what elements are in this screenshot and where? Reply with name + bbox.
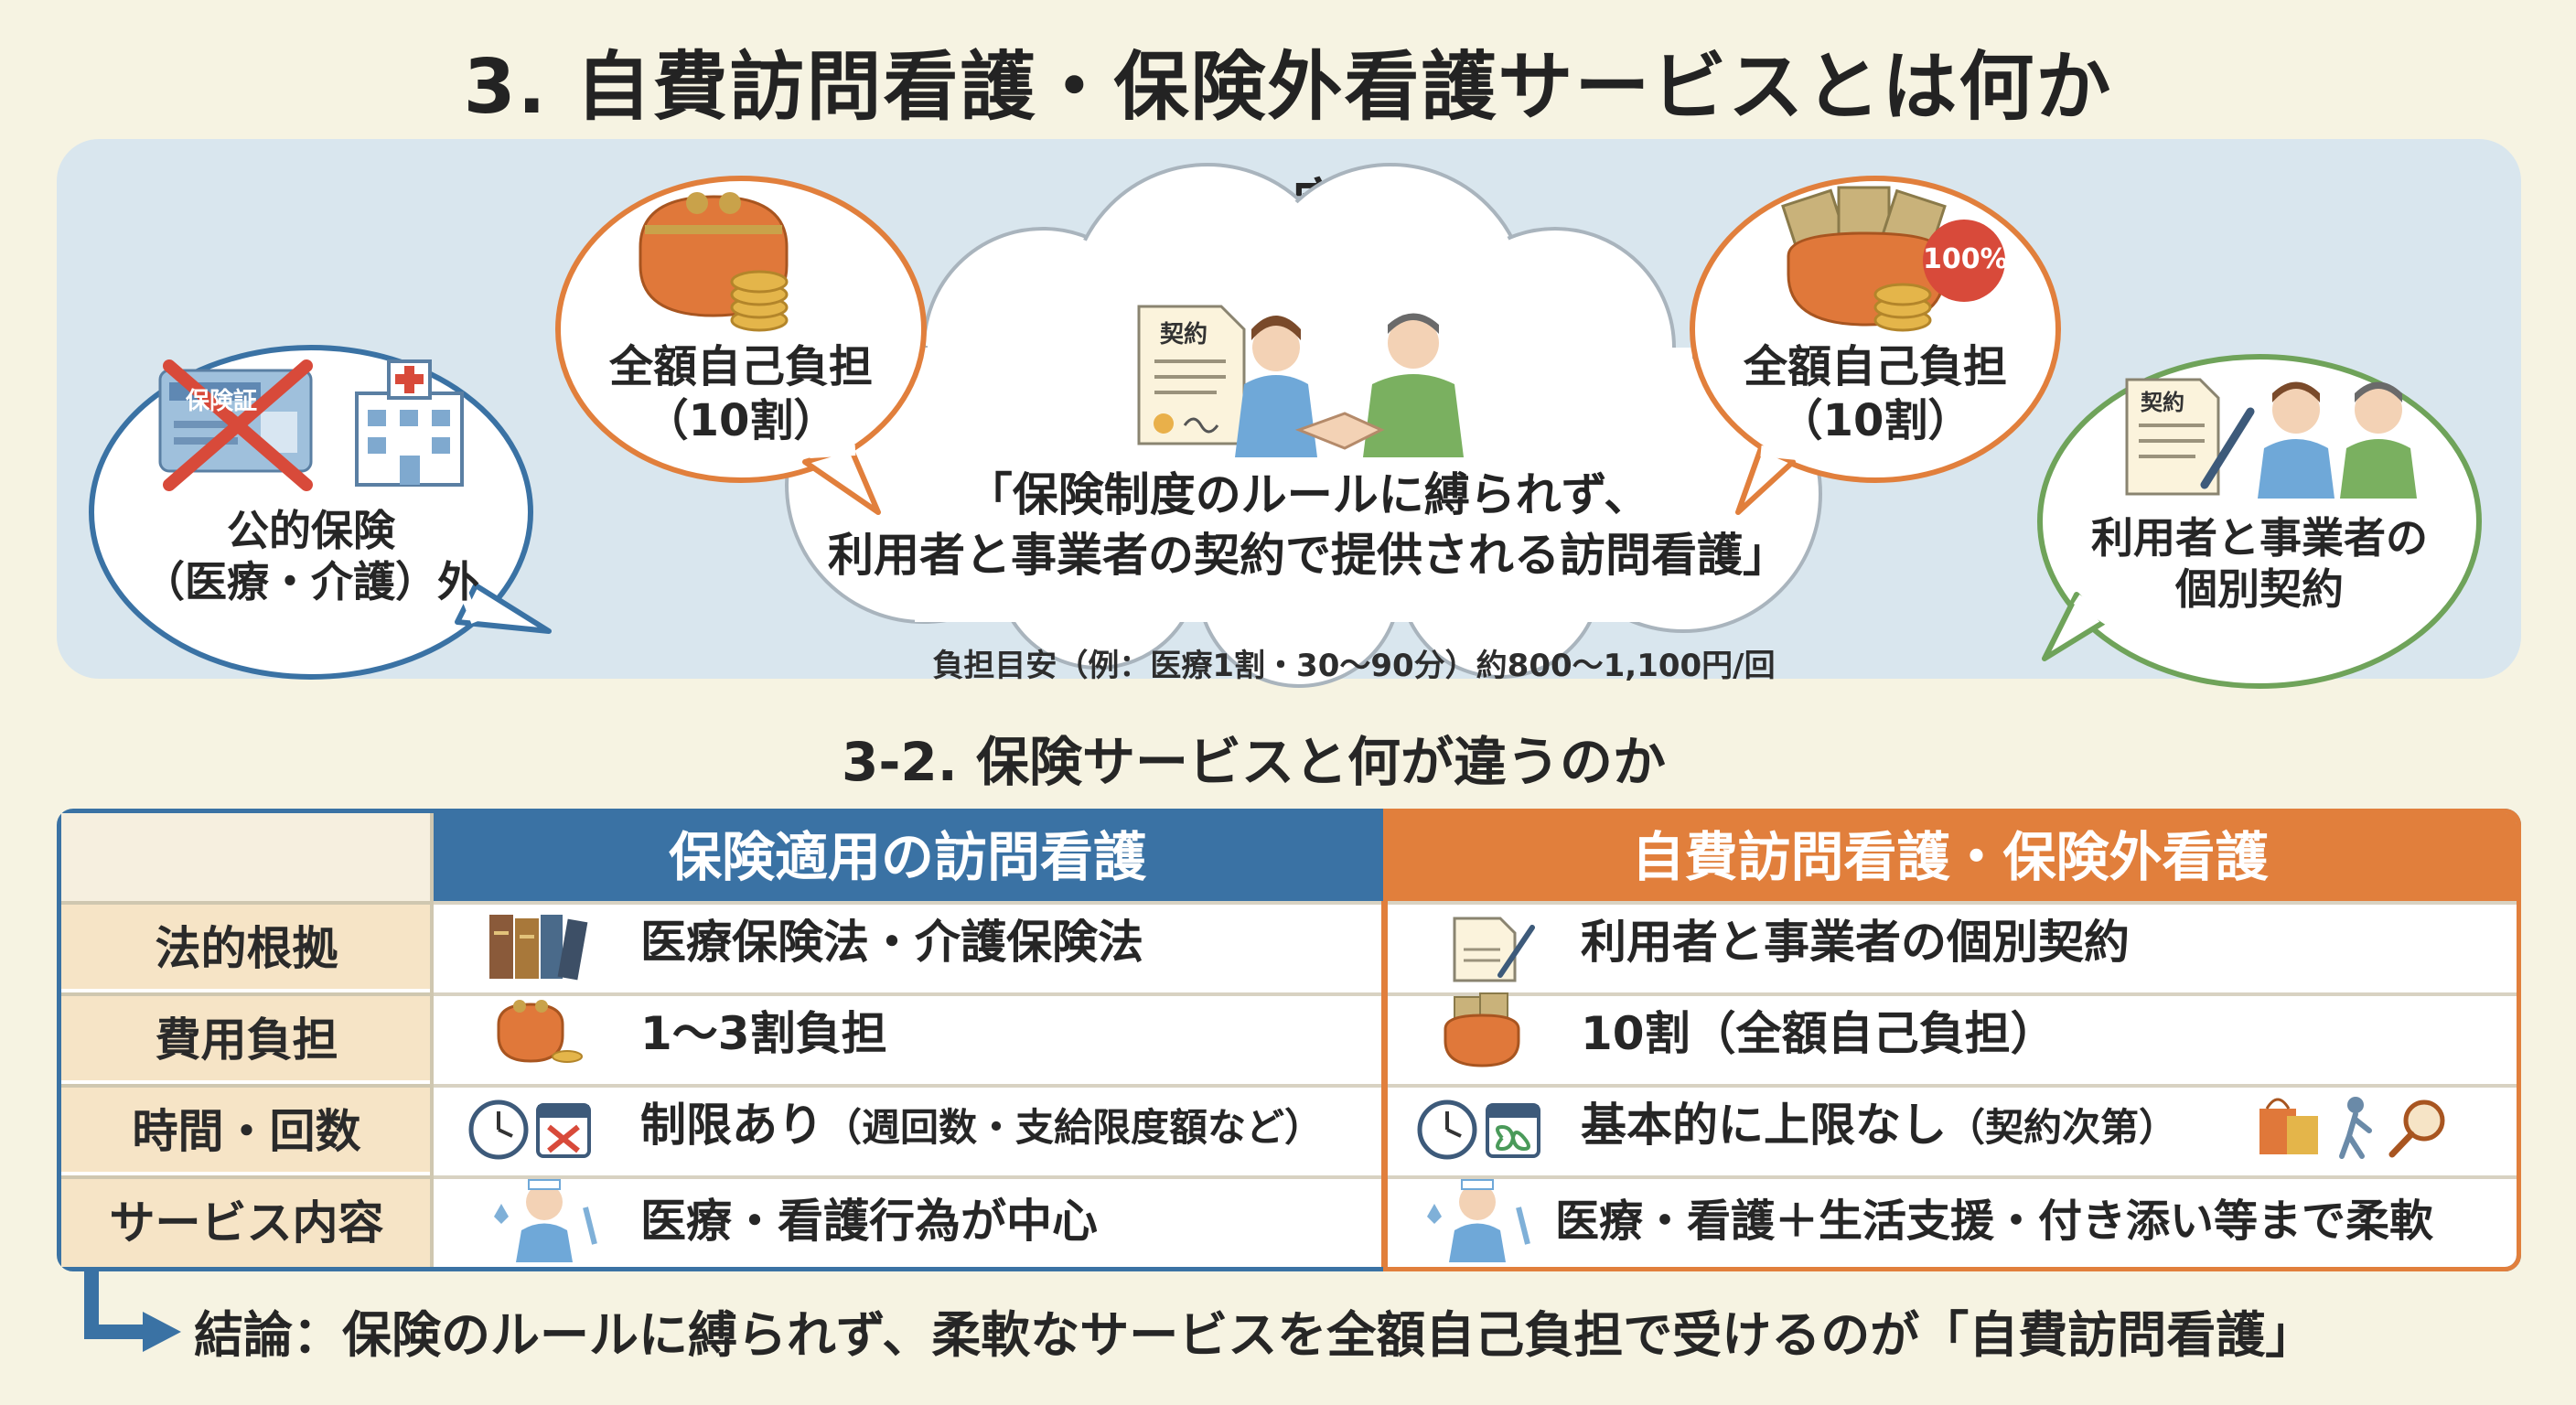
coins-icon	[1873, 283, 1932, 332]
row-label-legal-basis: 法的根拠	[61, 901, 432, 989]
individual-contract-line2: 個別契約	[2175, 564, 2344, 615]
cell-private-time: 基本的に上限なし（契約次第）	[1581, 1084, 2177, 1172]
contract-doc-label: 契約	[1160, 321, 1208, 349]
contract-icon	[1453, 917, 1535, 982]
hospital-icon	[355, 359, 464, 487]
table-corner	[61, 813, 432, 901]
magnifier-icon	[2388, 1099, 2445, 1158]
cash-purse-icon	[1781, 186, 1947, 327]
cell-insurance-legal: 医療保険法・介護保険法	[640, 916, 1143, 969]
percent-badge	[1923, 220, 2005, 302]
definition-quote-line1: 「保険制度のルールに縛られず、	[966, 468, 1650, 521]
full-cost-left-line2: （10割）	[644, 394, 838, 446]
row-divider	[432, 901, 2517, 905]
nurse-illustration	[1235, 316, 1317, 457]
provider-illustration	[2340, 381, 2417, 499]
page-title: 3. 自費訪問看護・保険外看護サービスとは何か	[463, 44, 2113, 131]
insurance-card-label: 保険証	[186, 388, 258, 415]
individual-contract-line1: 利用者と事業者の	[2091, 513, 2428, 563]
column-divider	[430, 813, 434, 1267]
percent-badge-text: 100%	[1923, 243, 2008, 275]
cross-mark-icon	[163, 359, 313, 491]
calendar-x-icon	[536, 1103, 591, 1158]
cell-private-legal: 利用者と事業者の個別契約	[1581, 916, 2130, 969]
cell-private-cost: 10割（全額自己負担）	[1581, 1007, 2056, 1060]
full-cost-text-left: 全額自己負担 （10割）	[567, 340, 915, 447]
contract-pen-icon	[2125, 378, 2255, 496]
cell-insurance-cost: 1〜3割負担	[640, 1007, 887, 1060]
coin-purse-icon	[497, 1000, 583, 1063]
public-insurance-text: 公的保険 （医療・介護）外	[128, 505, 494, 607]
walking-person-icon	[2339, 1097, 2372, 1159]
column-header-insurance: 保険適用の訪問看護	[432, 813, 1383, 901]
cell-private-time-main: 基本的に上限なし	[1581, 1099, 1947, 1152]
user-illustration	[2258, 381, 2334, 499]
row-divider	[432, 1175, 2517, 1179]
clock-icon	[468, 1099, 529, 1160]
definition-quote-line2: 利用者と事業者の契約で提供される訪問看護」	[828, 529, 1788, 582]
cell-private-service: 医療・看護＋生活支援・付き添い等まで柔軟	[1555, 1196, 2434, 1247]
row-label-time: 時間・回数	[61, 1084, 432, 1172]
coins-icon	[730, 270, 789, 332]
full-cost-left-line1: 全額自己負担	[608, 341, 873, 392]
law-books-icon	[489, 915, 588, 981]
shopping-bag-icon	[2259, 1098, 2318, 1154]
nurse-icon	[1427, 1179, 1530, 1262]
column-header-private: 自費訪問看護・保険外看護	[1383, 813, 2517, 901]
staff-illustration	[1363, 313, 1464, 457]
table-icons	[468, 915, 2445, 1262]
conclusion-arrow-icon	[84, 1271, 181, 1352]
cost-estimate: 負担目安（例：医療1割・30〜90分）約800〜1,100円/回	[932, 648, 1776, 684]
cell-insurance-time: 制限あり（週回数・支給限度額など）	[640, 1084, 1323, 1172]
full-cost-right-line1: 全額自己負担	[1743, 341, 2007, 392]
row-label-cost: 費用負担	[61, 992, 432, 1080]
conclusion-text: 結論：保険のルールに縛られず、柔軟なサービスを全額自己負担で受けるのが「自費訪問…	[194, 1306, 2315, 1364]
clock-icon	[1417, 1099, 1477, 1160]
calendar-infinity-icon	[1486, 1103, 1540, 1158]
individual-contract-text: 利用者と事業者の 個別契約	[2067, 512, 2452, 615]
public-insurance-line2: （医療・介護）外	[143, 557, 479, 607]
public-insurance-line1: 公的保険	[227, 506, 395, 555]
definition-quote: 「保険制度のルールに縛られず、 利用者と事業者の契約で提供される訪問看護」	[695, 465, 1921, 585]
section-title-comparison: 3-2. 保険サービスと何が違うのか	[842, 731, 1667, 793]
cash-purse-icon	[1444, 992, 1520, 1067]
cell-insurance-time-note: （週回数・支給限度額など）	[823, 1105, 1324, 1150]
full-cost-text-right: 全額自己負担 （10割）	[1701, 340, 2049, 447]
full-cost-right-line2: （10割）	[1778, 394, 1972, 446]
contract-pen-label: 契約	[2141, 390, 2184, 415]
definition-illustration	[89, 163, 2482, 689]
nurse-icon	[494, 1179, 597, 1262]
row-divider	[432, 1084, 2517, 1088]
cell-private-time-note: （契約次第）	[1947, 1105, 2178, 1150]
row-label-service: サービス内容	[61, 1175, 432, 1267]
row-divider	[432, 992, 2517, 996]
handshake-icon	[1294, 412, 1385, 450]
cell-insurance-time-main: 制限あり	[640, 1099, 823, 1152]
cell-insurance-service: 医療・看護行為が中心	[640, 1195, 1098, 1248]
